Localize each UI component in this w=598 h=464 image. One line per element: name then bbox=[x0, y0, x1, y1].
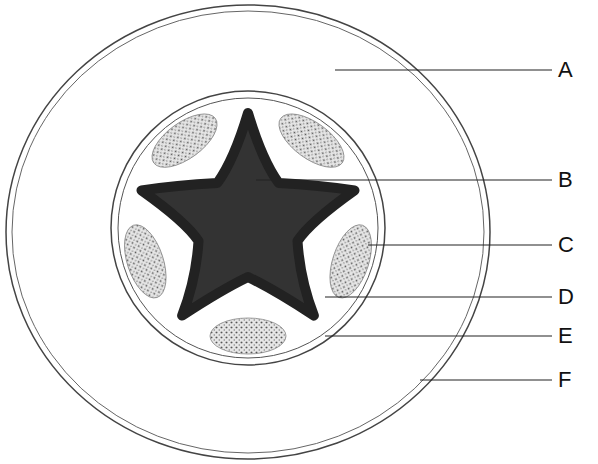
epidermis-line bbox=[12, 11, 484, 453]
stele-outer bbox=[111, 91, 385, 365]
phloem-patches bbox=[116, 104, 379, 354]
xylem-star bbox=[142, 113, 355, 316]
part-label: D bbox=[558, 286, 574, 308]
part-label: E bbox=[558, 325, 573, 347]
part-label: C bbox=[558, 234, 574, 256]
part-label: B bbox=[558, 169, 573, 191]
part-label: F bbox=[558, 369, 571, 391]
stele-inner bbox=[118, 98, 378, 358]
leader-lines bbox=[256, 70, 552, 380]
outer-boundary bbox=[6, 5, 490, 459]
part-label: A bbox=[558, 59, 573, 81]
